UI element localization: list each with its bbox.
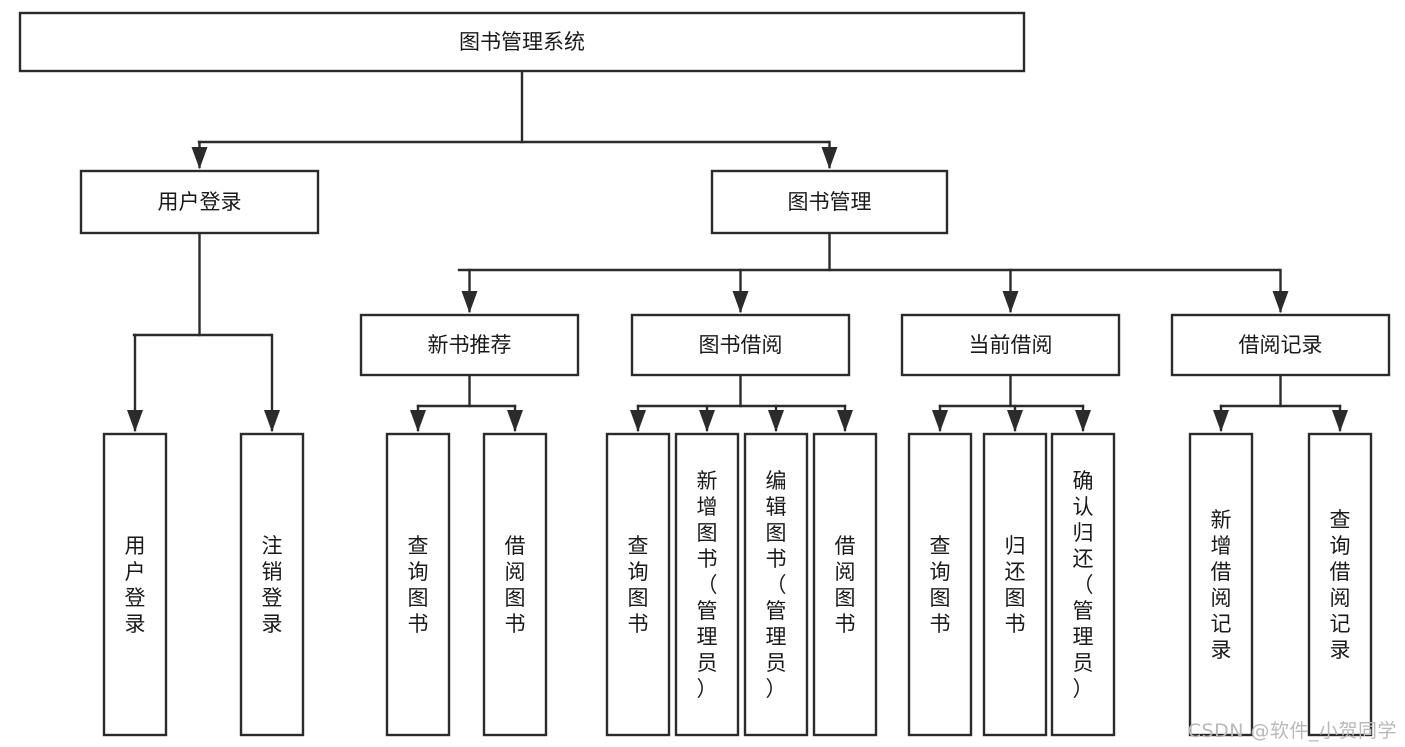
node-box-leaf-edit-book <box>743 432 809 737</box>
node-leaf-query-book-3[interactable]: 查询图书 <box>907 432 973 737</box>
node-box-book-manage <box>710 169 949 235</box>
node-leaf-user-login[interactable]: 用户登录 <box>102 432 168 737</box>
node-label-leaf-add-record: 新增借阅记录 <box>1211 508 1232 662</box>
node-box-root <box>18 11 1026 73</box>
node-leaf-return-book[interactable]: 归还图书 <box>982 432 1048 737</box>
connector-layer <box>127 69 1348 432</box>
node-label-borrow-record: 借阅记录 <box>1239 333 1323 357</box>
arrow-head-icon-book-borrow <box>732 291 749 313</box>
node-label-user-login: 用户登录 <box>158 190 242 214</box>
node-user-login[interactable]: 用户登录 <box>79 169 320 235</box>
node-box-borrow-record <box>1170 313 1391 377</box>
node-box-leaf-add-book <box>674 432 740 737</box>
arrow-head-icon-new-book-recommend <box>461 291 478 313</box>
node-label-leaf-query-book-3: 查询图书 <box>930 534 951 636</box>
node-box-new-book-recommend <box>359 313 580 377</box>
arrow-head-icon-user-login <box>191 147 208 169</box>
arrow-head-icon-leaf-query-book-3 <box>932 410 948 432</box>
node-leaf-edit-book[interactable]: 编辑图书（管理员） <box>743 432 809 737</box>
node-root[interactable]: 图书管理系统 <box>18 11 1026 73</box>
node-label-leaf-user-login: 用户登录 <box>125 534 146 636</box>
node-box-user-login <box>79 169 320 235</box>
node-box-leaf-user-login <box>102 432 168 737</box>
node-label-leaf-confirm-return: 确认归还（管理员） <box>1073 469 1094 701</box>
node-box-leaf-query-book-2 <box>605 432 671 737</box>
node-box-leaf-query-record <box>1307 432 1373 737</box>
node-new-book-recommend[interactable]: 新书推荐 <box>359 313 580 377</box>
arrow-head-icon-leaf-confirm-return <box>1075 410 1091 432</box>
node-label-leaf-edit-book: 编辑图书（管理员） <box>766 469 787 701</box>
arrow-head-icon-borrow-record <box>1272 291 1289 313</box>
node-current-borrow[interactable]: 当前借阅 <box>900 313 1121 377</box>
node-leaf-add-book[interactable]: 新增图书（管理员） <box>674 432 740 737</box>
arrow-head-icon-book-manage <box>821 147 838 169</box>
arrow-head-icon-leaf-return-book <box>1007 410 1023 432</box>
arrow-head-icon-leaf-borrow-book-1 <box>507 410 523 432</box>
node-leaf-query-record[interactable]: 查询借阅记录 <box>1307 432 1373 737</box>
node-box-leaf-query-book-1 <box>385 432 451 737</box>
node-label-leaf-return-book: 归还图书 <box>1005 534 1026 636</box>
node-label-new-book-recommend: 新书推荐 <box>428 333 512 357</box>
watermark-label: CSDN @软件_小贺同学 <box>1187 720 1397 742</box>
node-label-leaf-query-record: 查询借阅记录 <box>1330 508 1351 662</box>
node-label-leaf-borrow-book-2: 借阅图书 <box>835 534 856 636</box>
node-box-leaf-return-book <box>982 432 1048 737</box>
arrow-head-icon-current-borrow <box>1002 291 1019 313</box>
node-leaf-borrow-book-1[interactable]: 借阅图书 <box>482 432 548 737</box>
node-box-leaf-query-book-3 <box>907 432 973 737</box>
node-box-leaf-borrow-book-2 <box>812 432 878 737</box>
node-label-book-borrow: 图书借阅 <box>699 333 783 357</box>
arrow-head-icon-leaf-add-book <box>699 410 715 432</box>
arrow-head-icon-leaf-query-book-1 <box>410 410 426 432</box>
node-leaf-borrow-book-2[interactable]: 借阅图书 <box>812 432 878 737</box>
arrow-head-icon-leaf-borrow-book-2 <box>837 410 853 432</box>
node-label-root: 图书管理系统 <box>459 30 585 54</box>
node-box-leaf-borrow-book-1 <box>482 432 548 737</box>
node-label-book-manage: 图书管理 <box>788 190 872 214</box>
node-box-current-borrow <box>900 313 1121 377</box>
arrow-head-icon-leaf-edit-book <box>768 410 784 432</box>
node-box-book-borrow <box>630 313 851 377</box>
node-leaf-query-book-1[interactable]: 查询图书 <box>385 432 451 737</box>
node-label-leaf-user-logout: 注销登录 <box>262 534 283 636</box>
arrow-head-icon-leaf-query-record <box>1332 410 1348 432</box>
node-label-leaf-query-book-2: 查询图书 <box>628 534 649 636</box>
node-book-borrow[interactable]: 图书借阅 <box>630 313 851 377</box>
node-label-leaf-add-book: 新增图书（管理员） <box>697 469 718 701</box>
node-layer: 图书管理系统用户登录图书管理新书推荐图书借阅当前借阅借阅记录用户登录注销登录查询… <box>18 11 1391 737</box>
node-label-leaf-query-book-1: 查询图书 <box>408 534 429 636</box>
node-label-leaf-borrow-book-1: 借阅图书 <box>505 534 526 636</box>
node-book-manage[interactable]: 图书管理 <box>710 169 949 235</box>
arrow-head-icon-leaf-add-record <box>1213 410 1229 432</box>
arrow-head-icon-leaf-user-login <box>127 410 143 432</box>
node-label-current-borrow: 当前借阅 <box>969 333 1053 357</box>
arrow-head-icon-leaf-query-book-2 <box>630 410 646 432</box>
node-leaf-user-logout[interactable]: 注销登录 <box>239 432 305 737</box>
node-box-leaf-user-logout <box>239 432 305 737</box>
node-leaf-confirm-return[interactable]: 确认归还（管理员） <box>1050 432 1116 737</box>
node-box-leaf-confirm-return <box>1050 432 1116 737</box>
node-box-leaf-add-record <box>1188 432 1254 737</box>
node-leaf-query-book-2[interactable]: 查询图书 <box>605 432 671 737</box>
node-borrow-record[interactable]: 借阅记录 <box>1170 313 1391 377</box>
arrow-head-icon-leaf-user-logout <box>264 410 280 432</box>
node-leaf-add-record[interactable]: 新增借阅记录 <box>1188 432 1254 737</box>
